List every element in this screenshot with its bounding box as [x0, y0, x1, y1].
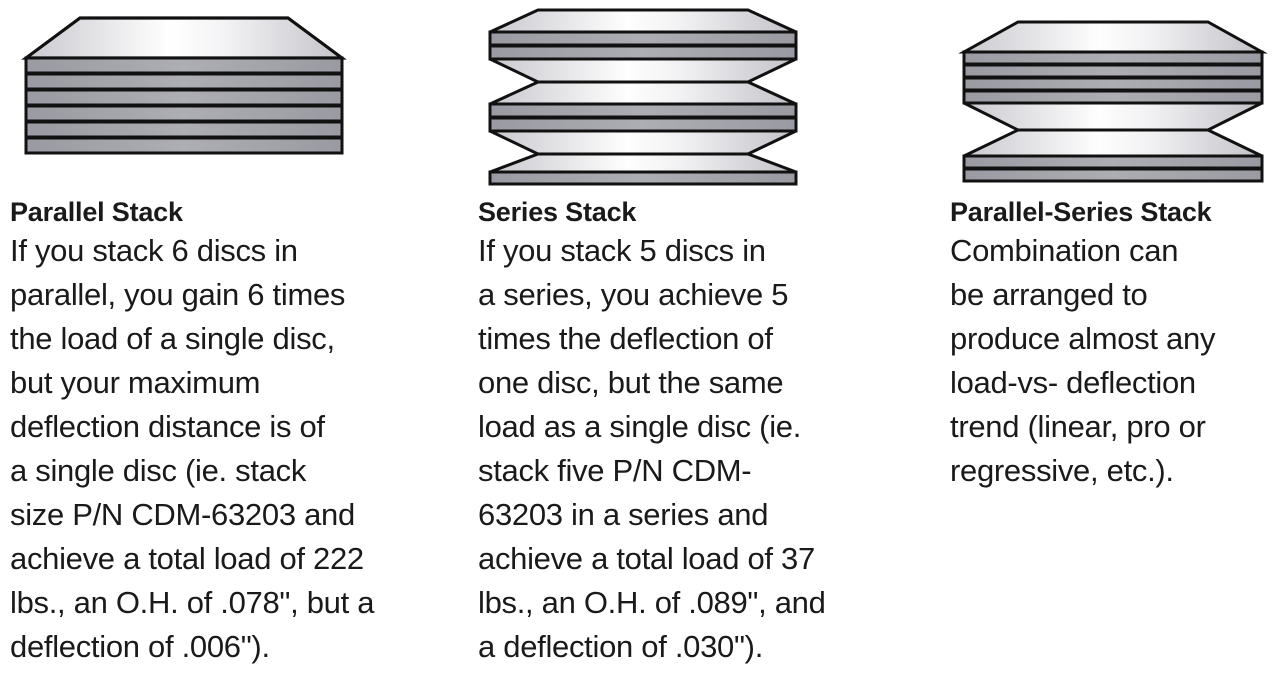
- body-line: trend (linear, pro or: [950, 409, 1206, 444]
- body-line: a single disc (ie. stack: [10, 453, 307, 488]
- body-line: lbs., an O.H. of .078", but a: [10, 585, 375, 620]
- parallel-stack-figure: [10, 0, 470, 195]
- series-stack-body: If you stack 5 discs in a series, you ac…: [478, 229, 878, 669]
- body-line: deflection of .006").: [10, 629, 270, 664]
- body-line: load as a single disc (ie.: [478, 409, 802, 444]
- body-line: Combination can: [950, 233, 1179, 268]
- parallel-stack-diagram: [21, 16, 347, 155]
- series-stack-diagram: [488, 8, 798, 186]
- column-parallel-stack: Parallel Stack If you stack 6 discs in p…: [0, 0, 470, 692]
- body-line: achieve a total load of 37: [478, 541, 815, 576]
- parallel-series-stack-body: Combination can be arranged to produce a…: [950, 229, 1280, 493]
- body-line: If you stack 6 discs in: [10, 233, 298, 268]
- body-line: produce almost any: [950, 321, 1216, 356]
- body-line: If you stack 5 discs in: [478, 233, 766, 268]
- body-line: parallel, you gain 6 times: [10, 277, 346, 312]
- column-series-stack: Series Stack If you stack 5 discs in a s…: [470, 0, 940, 692]
- series-stack-figure: [478, 0, 940, 195]
- body-line: size P/N CDM-63203 and: [10, 497, 355, 532]
- body-line: 63203 in a series and: [478, 497, 769, 532]
- body-line: a series, you achieve 5: [478, 277, 789, 312]
- body-line: a deflection of .030").: [478, 629, 764, 664]
- parallel-series-stack-diagram: [958, 20, 1268, 183]
- body-line: times the deflection of: [478, 321, 773, 356]
- body-line: regressive, etc.).: [950, 453, 1174, 488]
- parallel-series-stack-title: Parallel-Series Stack: [950, 197, 1212, 227]
- body-line: one disc, but the same: [478, 365, 784, 400]
- body-line: load-vs- deflection: [950, 365, 1196, 400]
- body-line: stack five P/N CDM-: [478, 453, 752, 488]
- body-line: deflection distance is of: [10, 409, 325, 444]
- body-line: but your maximum: [10, 365, 261, 400]
- body-line: achieve a total load of 222: [10, 541, 364, 576]
- body-line: be arranged to: [950, 277, 1148, 312]
- column-parallel-series-stack: Parallel-Series Stack Combination can be…: [940, 0, 1280, 692]
- series-stack-title: Series Stack: [478, 197, 637, 227]
- parallel-stack-title: Parallel Stack: [10, 197, 183, 227]
- parallel-series-stack-figure: [950, 0, 1280, 195]
- body-line: lbs., an O.H. of .089", and: [478, 585, 826, 620]
- body-line: the load of a single disc,: [10, 321, 335, 356]
- parallel-stack-body: If you stack 6 discs in parallel, you ga…: [10, 229, 430, 669]
